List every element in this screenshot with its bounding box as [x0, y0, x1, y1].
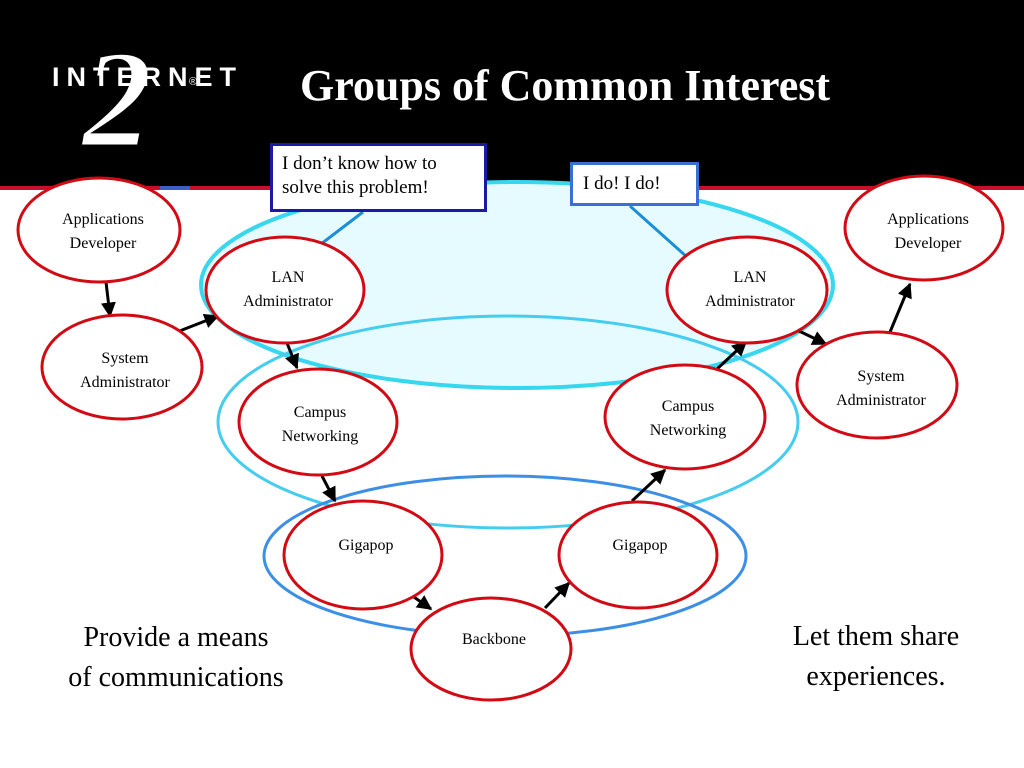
label-backbone: Backbone: [462, 631, 526, 648]
node-system-administrator-right: [795, 330, 959, 440]
node-gigapop-right: [557, 500, 719, 610]
label-applications-developer-left: Applications Developer: [62, 211, 144, 252]
callout-answer: I do! I do!: [570, 162, 699, 206]
arrow-lan-to-sysadmin-right: [796, 328, 828, 346]
arrow-appdev-to-sysadmin-left: [100, 281, 116, 318]
arrow-sysadmin-to-appdev-right: [888, 282, 912, 333]
logo-numeral: 2: [80, 22, 152, 177]
label-campus-networking-left: Campus Networking: [281, 404, 359, 445]
callout-question: I don’t know how to solve this problem!: [270, 143, 487, 212]
label-campus-networking-right: Campus Networking: [649, 398, 727, 439]
label-gigapop-left: Gigapop: [338, 537, 394, 554]
logo-registered-mark: ®: [189, 76, 198, 88]
arrow-campus-to-lan-right: [715, 340, 748, 371]
slide-title: Groups of Common Interest: [299, 61, 831, 110]
node-campus-networking-right: [603, 363, 767, 471]
label-gigapop-right: Gigapop: [612, 537, 668, 554]
arrow-backbone-to-gigapop-right: [543, 581, 571, 610]
caption-provide-communications: Provide a means of communications: [68, 622, 284, 693]
internet2-logo: 2: [79, 21, 154, 179]
node-applications-developer-right: [843, 174, 1005, 282]
label-lan-administrator-left: LAN Administrator: [243, 269, 333, 310]
node-applications-developer-left: [16, 176, 182, 284]
node-campus-networking-left: [237, 367, 399, 477]
arrow-campus-to-gigapop-left: [320, 475, 337, 503]
arrow-gigapop-to-campus-right: [630, 468, 667, 503]
arrow-sysadmin-to-lan-left: [176, 313, 220, 334]
label-applications-developer-right: Applications Developer: [887, 211, 969, 252]
header-rule-accent: [160, 186, 190, 190]
label-system-administrator-right: System Administrator: [836, 368, 926, 409]
campus-networking-group-ellipse: [216, 314, 800, 530]
node-backbone: [409, 596, 573, 702]
label-system-administrator-left: System Administrator: [80, 350, 170, 391]
logo-wordmark: INTERNET: [52, 62, 243, 92]
node-system-administrator-left: [40, 313, 204, 421]
node-lan-administrator-left: [204, 235, 366, 345]
header-bar: [0, 0, 1024, 190]
label-lan-administrator-right: LAN Administrator: [705, 269, 795, 310]
caption-share-experiences: Let them share experiences.: [792, 621, 960, 692]
node-gigapop-left: [282, 499, 444, 611]
arrow-lan-to-campus-left: [285, 342, 299, 370]
node-lan-administrator-right: [665, 235, 829, 345]
